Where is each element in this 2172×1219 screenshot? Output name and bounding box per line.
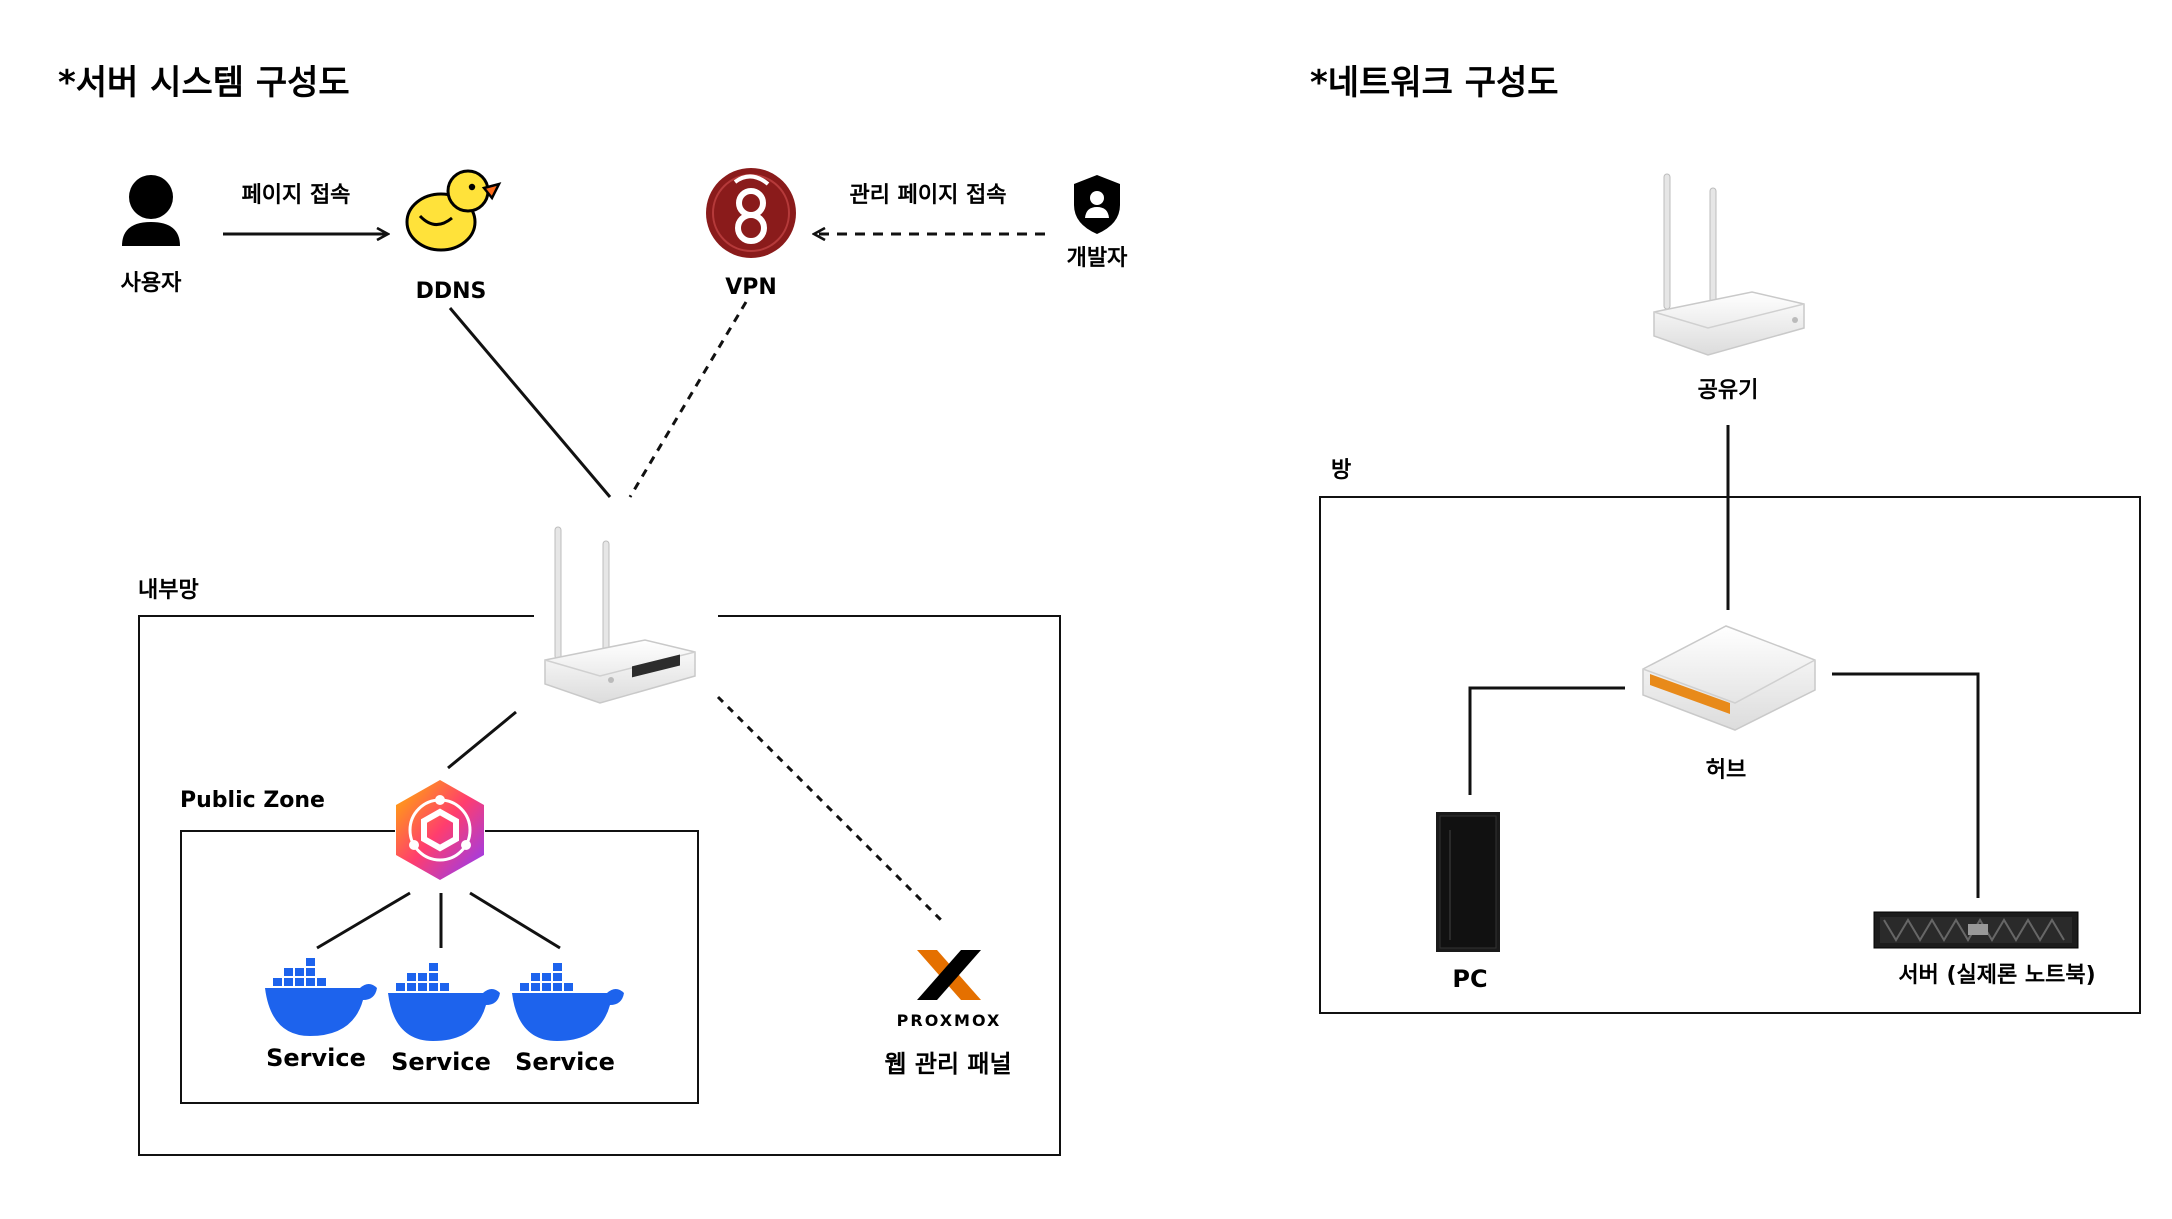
server-rack-icon [1873, 911, 2079, 949]
docker-icon-1 [265, 958, 377, 1036]
internal-network-label: 내부망 [138, 578, 199, 603]
developer-shield-icon [1074, 175, 1120, 234]
admin-access-label: 관리 페이지 접속 [850, 183, 1007, 208]
public-zone-box [180, 830, 699, 1104]
hub-server-line [1832, 672, 1980, 898]
user-icon [122, 175, 180, 246]
web-panel-label: 웹 관리 패널 [884, 1050, 1011, 1078]
router-label: 공유기 [1698, 378, 1759, 403]
hub-label: 허브 [1706, 758, 1746, 783]
router-top-icon [1653, 173, 1805, 356]
gateway-hex-icon [396, 780, 484, 880]
docker-icon-3 [512, 963, 624, 1041]
service-label-3: Service [515, 1048, 615, 1076]
internal-network-box [138, 615, 1061, 1156]
ddns-router-line [448, 307, 612, 498]
vpn-label: VPN [725, 275, 777, 300]
gateway-service-line-3 [469, 891, 561, 950]
vpn-icon [706, 168, 796, 258]
room-label: 방 [1331, 458, 1351, 483]
router-proxmox-line [716, 695, 947, 926]
vpn-router-line [628, 301, 748, 498]
server-label: 서버 (실제론 노트북) [1898, 963, 2095, 988]
service-label-1: Service [266, 1044, 366, 1072]
network-diagram-title: *네트워크 구성도 [1310, 63, 1559, 103]
server-diagram-title: *서버 시스템 구성도 [58, 63, 350, 103]
service-label-2: Service [391, 1048, 491, 1076]
page-access-label: 페이지 접속 [242, 183, 351, 208]
proxmox-logo-icon [917, 950, 981, 1000]
pc-tower-icon [1436, 812, 1500, 952]
developer-label: 개발자 [1067, 246, 1128, 271]
duck-icon [405, 169, 502, 252]
proxmox-logo-text: PROXMOX [897, 1011, 1002, 1030]
pc-label: PC [1452, 965, 1487, 993]
router-icon [544, 526, 696, 704]
gateway-service-line-1 [316, 891, 411, 950]
user-label: 사용자 [121, 271, 182, 296]
room-box [1319, 496, 2141, 1014]
docker-icon-2 [388, 963, 500, 1041]
hub-icon [1642, 625, 1816, 731]
hub-pc-line [1468, 686, 1625, 795]
router-gateway-line [447, 710, 517, 770]
ddns-label: DDNS [416, 279, 487, 304]
public-zone-label: Public Zone [180, 788, 325, 813]
